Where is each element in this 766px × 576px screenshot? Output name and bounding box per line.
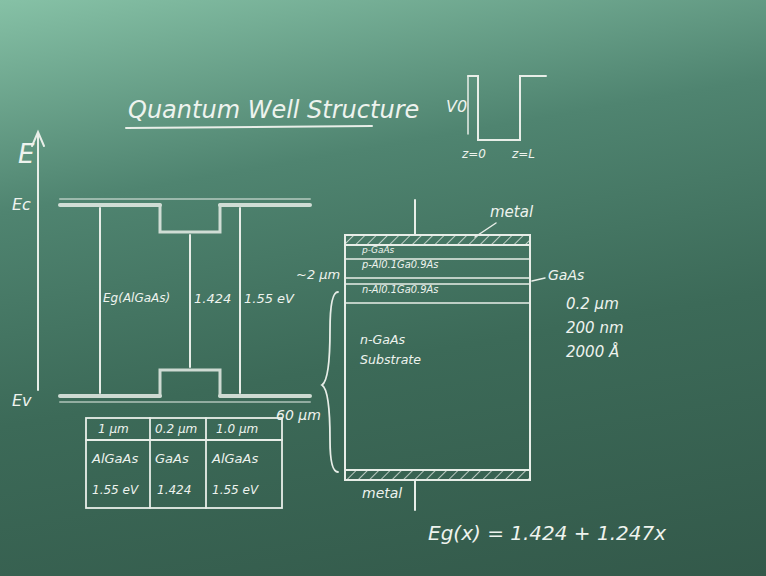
layer-text: n-GaAs: [360, 333, 529, 347]
v0-marker: [467, 76, 469, 134]
table-cell: 1.55 eV: [212, 484, 258, 497]
table-cell: 1.0 µm: [216, 423, 258, 436]
dimension-label: 0.2 µm: [566, 296, 619, 313]
leader-line: [532, 278, 545, 281]
device-layer: n-GaAsSubstrate: [346, 303, 529, 470]
gap-label: 1.55 eV: [244, 292, 294, 306]
layer-text: n-Al0.1Ga0.9As: [362, 285, 529, 296]
conduction-band: [60, 199, 310, 232]
energy-axis: [37, 135, 39, 390]
gap-line: [99, 208, 101, 393]
well-depth-label: V0: [446, 98, 467, 116]
potential-well: [468, 76, 546, 140]
gap-label: 1.424: [194, 292, 231, 306]
title-underline: [126, 126, 372, 128]
layer-label: GaAs: [548, 268, 584, 283]
table-cell: AlGaAs: [212, 452, 258, 466]
valence-band: [60, 370, 310, 402]
gap-line: [239, 208, 241, 393]
device-stack: [345, 200, 530, 510]
band-label: Ec: [12, 196, 31, 214]
board-title: Quantum Well Structure: [128, 96, 419, 124]
table-cell: 0.2 µm: [155, 423, 197, 436]
position-label: z=L: [512, 148, 535, 161]
thickness-label: ~2 µm: [296, 268, 340, 282]
layer-text: p-Al0.1Ga0.9As: [362, 260, 529, 271]
dimension-label: 2000 Å: [566, 344, 619, 361]
axis-label: E: [18, 140, 34, 169]
equation: Eg(x) = 1.424 + 1.247x: [428, 522, 666, 544]
thickness-brace: [322, 292, 338, 472]
table-cell: GaAs: [155, 452, 189, 466]
device-layer: n-Al0.1Ga0.9As: [346, 284, 529, 303]
table-cell: 1.55 eV: [92, 484, 138, 497]
table-cell: AlGaAs: [92, 452, 138, 466]
thickness-label: 60 µm: [276, 408, 321, 423]
dimension-label: 200 nm: [566, 320, 624, 337]
contact-label: metal: [362, 486, 402, 501]
gap-label: Eg(AlGaAs): [103, 292, 170, 305]
device-layer: p-GaAs: [346, 245, 529, 259]
layer-text: p-GaAs: [362, 246, 529, 256]
data-table: [86, 418, 282, 508]
table-cell: 1 µm: [98, 423, 129, 436]
device-layer: p-Al0.1Ga0.9As: [346, 259, 529, 278]
layer-text: Substrate: [360, 353, 529, 367]
position-label: z=0: [462, 148, 486, 161]
contact-label: metal: [490, 204, 533, 221]
gap-line: [189, 235, 191, 367]
leader-line: [475, 223, 496, 237]
band-label: Ev: [12, 392, 32, 410]
table-cell: 1.424: [157, 484, 191, 497]
